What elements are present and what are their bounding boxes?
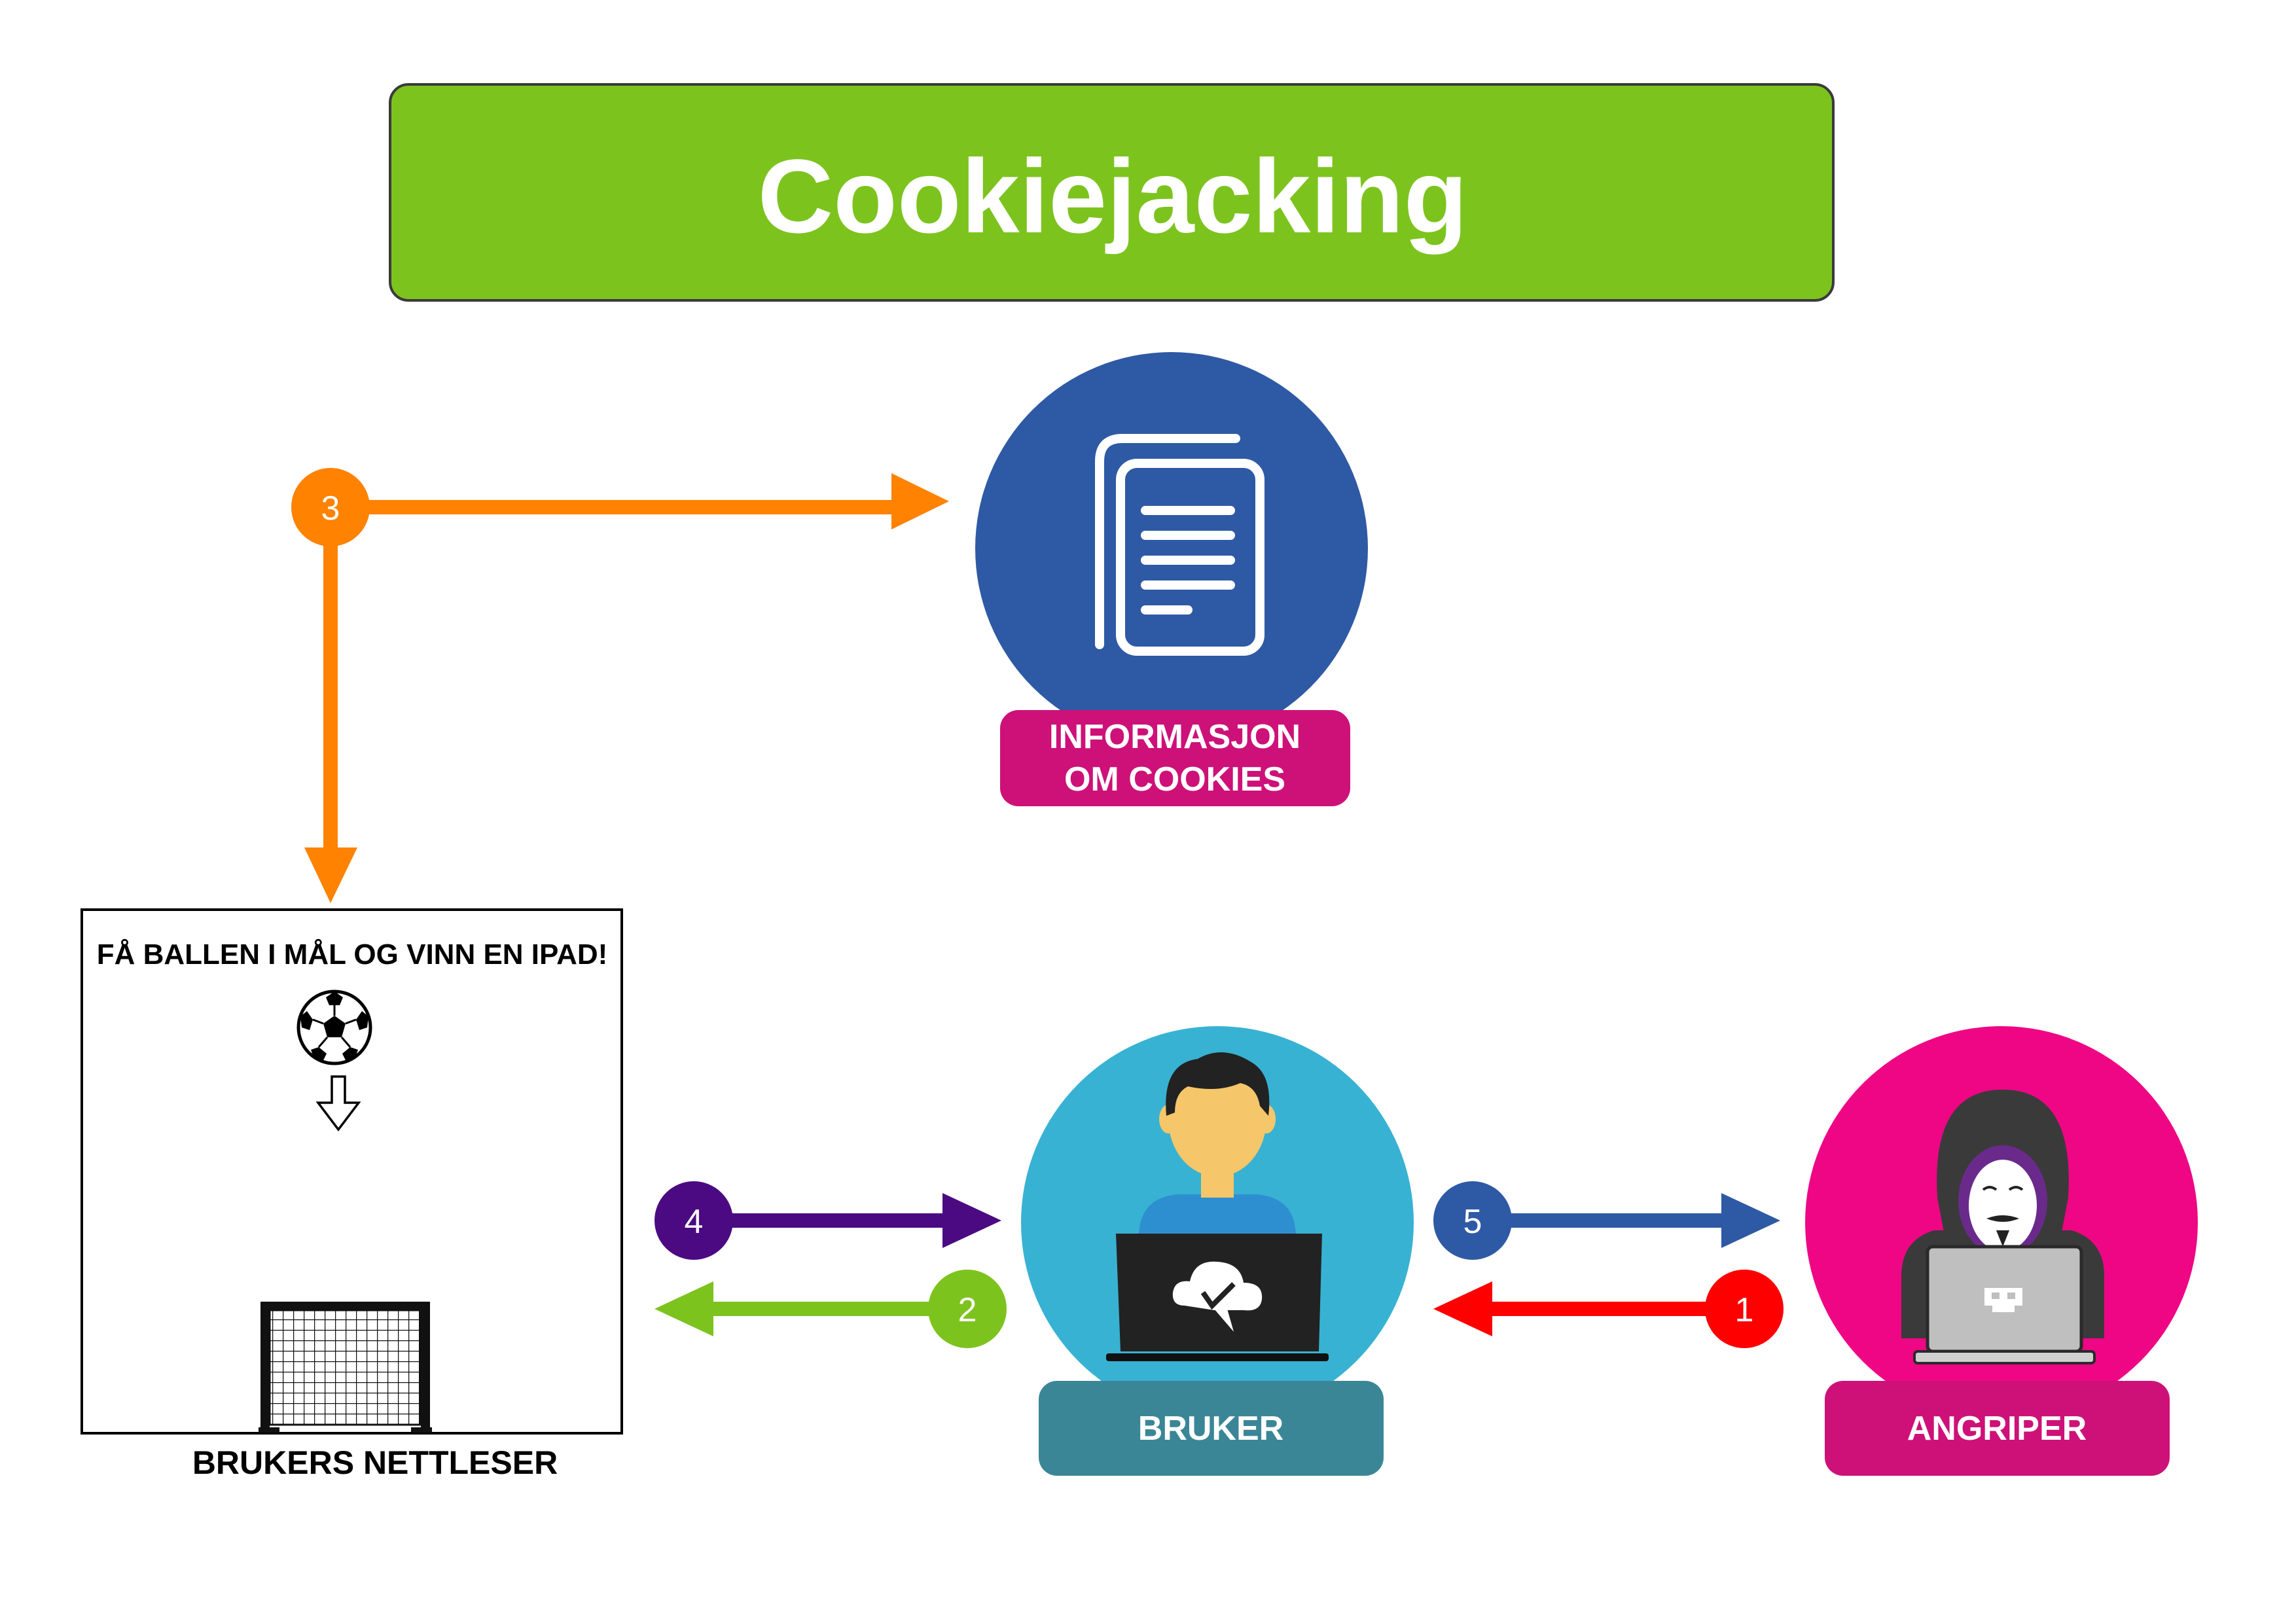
step-5-number: 5 xyxy=(1463,1203,1482,1241)
browser-window: FÅ BALLEN I MÅL OG VINN EN IPAD! xyxy=(81,908,623,1435)
step-3-arrows: 3 xyxy=(291,468,949,903)
step-1-number: 1 xyxy=(1735,1291,1754,1329)
document-icon xyxy=(1095,434,1265,656)
attacker-label: ANGRIPER xyxy=(1907,1410,2087,1448)
step-1-badge xyxy=(1705,1270,1784,1348)
browser-caption: BRUKERS NETTLESER xyxy=(192,1444,558,1481)
title-banner: Cookiejacking xyxy=(389,83,1835,302)
attacker-label-box xyxy=(1825,1381,2170,1476)
browser-heading: FÅ BALLEN I MÅL OG VINN EN IPAD! xyxy=(97,938,608,971)
step-5-arrow: 5 xyxy=(1433,1181,1780,1260)
soccer-ball-icon xyxy=(296,990,372,1065)
step-4-arrow: 4 xyxy=(655,1181,1001,1260)
user-label-box xyxy=(1039,1381,1384,1476)
step-2-number: 2 xyxy=(958,1291,977,1329)
step-2-badge xyxy=(928,1270,1007,1348)
step-1-arrow: 1 xyxy=(1433,1270,1784,1348)
cookies-label-line2: OM COOKIES xyxy=(1064,760,1285,798)
cookies-node: INFORMASJON OM COOKIES xyxy=(975,352,1368,806)
cookies-label-box xyxy=(1000,710,1350,806)
user-laptop-icon xyxy=(1106,1052,1329,1361)
cookies-label-line1: INFORMASJON xyxy=(1049,718,1300,756)
user-label: BRUKER xyxy=(1138,1410,1283,1448)
down-arrow-icon xyxy=(315,1075,361,1132)
goal-net-icon xyxy=(259,1302,432,1433)
step-4-badge xyxy=(655,1181,733,1260)
attacker-node: ANGRIPER xyxy=(1805,1026,2198,1476)
hacker-icon xyxy=(1901,1090,2104,1364)
cookies-circle xyxy=(975,352,1368,745)
step-2-arrow: 2 xyxy=(655,1270,1007,1348)
step-5-badge xyxy=(1433,1181,1512,1260)
step-3-number: 3 xyxy=(321,490,340,527)
step-3-badge xyxy=(291,468,370,546)
page-title: Cookiejacking xyxy=(758,137,1468,255)
user-node: BRUKER xyxy=(1021,1026,1414,1476)
step-4-number: 4 xyxy=(685,1203,704,1241)
